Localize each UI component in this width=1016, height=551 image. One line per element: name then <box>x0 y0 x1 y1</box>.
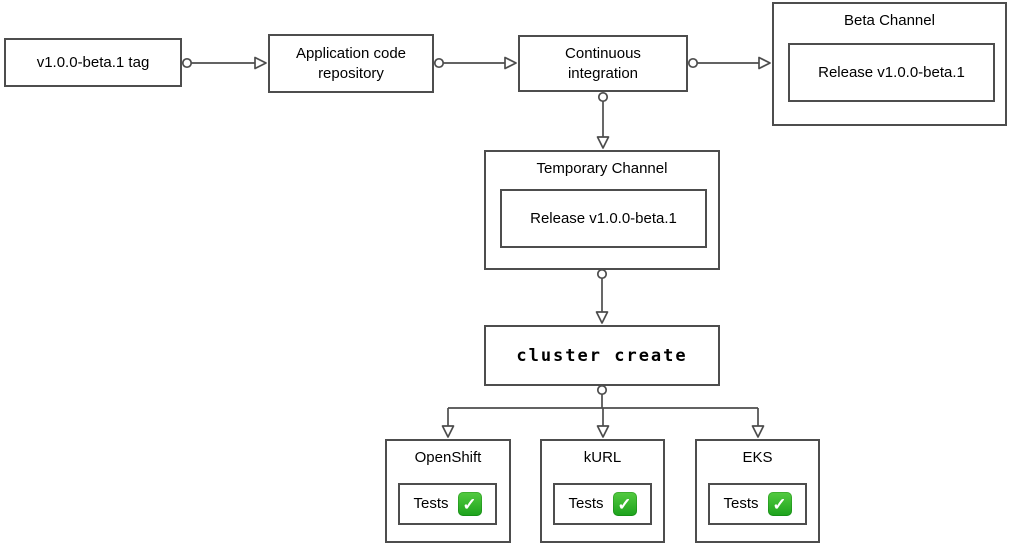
node-version-tag: v1.0.0-beta.1 tag <box>4 38 182 87</box>
node-app-code-repository: Application code repository <box>268 34 434 93</box>
connector-cluster-create-fanout <box>441 384 765 438</box>
success-check-icon: ✓ <box>612 492 637 516</box>
node-beta-release: Release v1.0.0-beta.1 <box>788 43 995 102</box>
openshift-title: OpenShift <box>414 449 482 466</box>
openshift-tests-box: Tests ✓ <box>398 483 497 525</box>
node-cluster-create: cluster create <box>484 325 720 386</box>
source-dot <box>597 91 609 103</box>
cluster-create-label: cluster create <box>516 345 688 366</box>
source-dot <box>596 268 608 280</box>
tests-label: Tests <box>568 495 604 513</box>
node-temporary-channel: Temporary Channel Release v1.0.0-beta.1 <box>484 150 720 270</box>
node-temp-release: Release v1.0.0-beta.1 <box>500 189 707 248</box>
node-eks: EKS Tests ✓ <box>695 439 820 543</box>
tests-label: Tests <box>723 495 759 513</box>
success-check-icon: ✓ <box>457 492 482 516</box>
arrowhead-down <box>596 136 610 149</box>
arrowhead-right <box>254 56 267 70</box>
success-check-icon: ✓ <box>767 492 792 516</box>
beta-release-label: Release v1.0.0-beta.1 <box>818 63 965 81</box>
eks-title: EKS <box>742 449 773 466</box>
ci-label: Continuous integration <box>565 45 641 82</box>
eks-tests-box: Tests ✓ <box>708 483 807 525</box>
beta-channel-title: Beta Channel <box>844 12 935 29</box>
arrowhead-down <box>441 425 455 438</box>
node-continuous-integration: Continuous integration <box>518 35 688 92</box>
arrowhead-down <box>751 425 765 438</box>
kurl-title: kURL <box>583 449 622 466</box>
connector-repo-to-ci <box>433 56 517 70</box>
app-repo-label: Application code repository <box>295 45 407 82</box>
connector-ci-to-beta-channel <box>687 56 771 70</box>
temp-release-label: Release v1.0.0-beta.1 <box>530 209 677 227</box>
source-dot <box>433 57 445 69</box>
connector-temp-channel-to-cluster-create <box>595 268 609 324</box>
arrowhead-down <box>595 311 609 324</box>
temporary-channel-title: Temporary Channel <box>536 160 668 177</box>
node-openshift: OpenShift Tests ✓ <box>385 439 511 543</box>
kurl-tests-box: Tests ✓ <box>553 483 652 525</box>
arrowhead-down <box>596 425 610 438</box>
node-beta-channel: Beta Channel Release v1.0.0-beta.1 <box>772 2 1007 126</box>
source-dot <box>181 57 193 69</box>
node-kurl: kURL Tests ✓ <box>540 439 665 543</box>
connector-tag-to-repo <box>181 56 267 70</box>
tests-label: Tests <box>413 495 449 513</box>
arrowhead-right <box>504 56 517 70</box>
connector-ci-to-temp-channel <box>596 91 610 149</box>
arrowhead-right <box>758 56 771 70</box>
version-tag-label: v1.0.0-beta.1 tag <box>36 53 150 71</box>
source-dot <box>596 384 608 396</box>
source-dot <box>687 57 699 69</box>
